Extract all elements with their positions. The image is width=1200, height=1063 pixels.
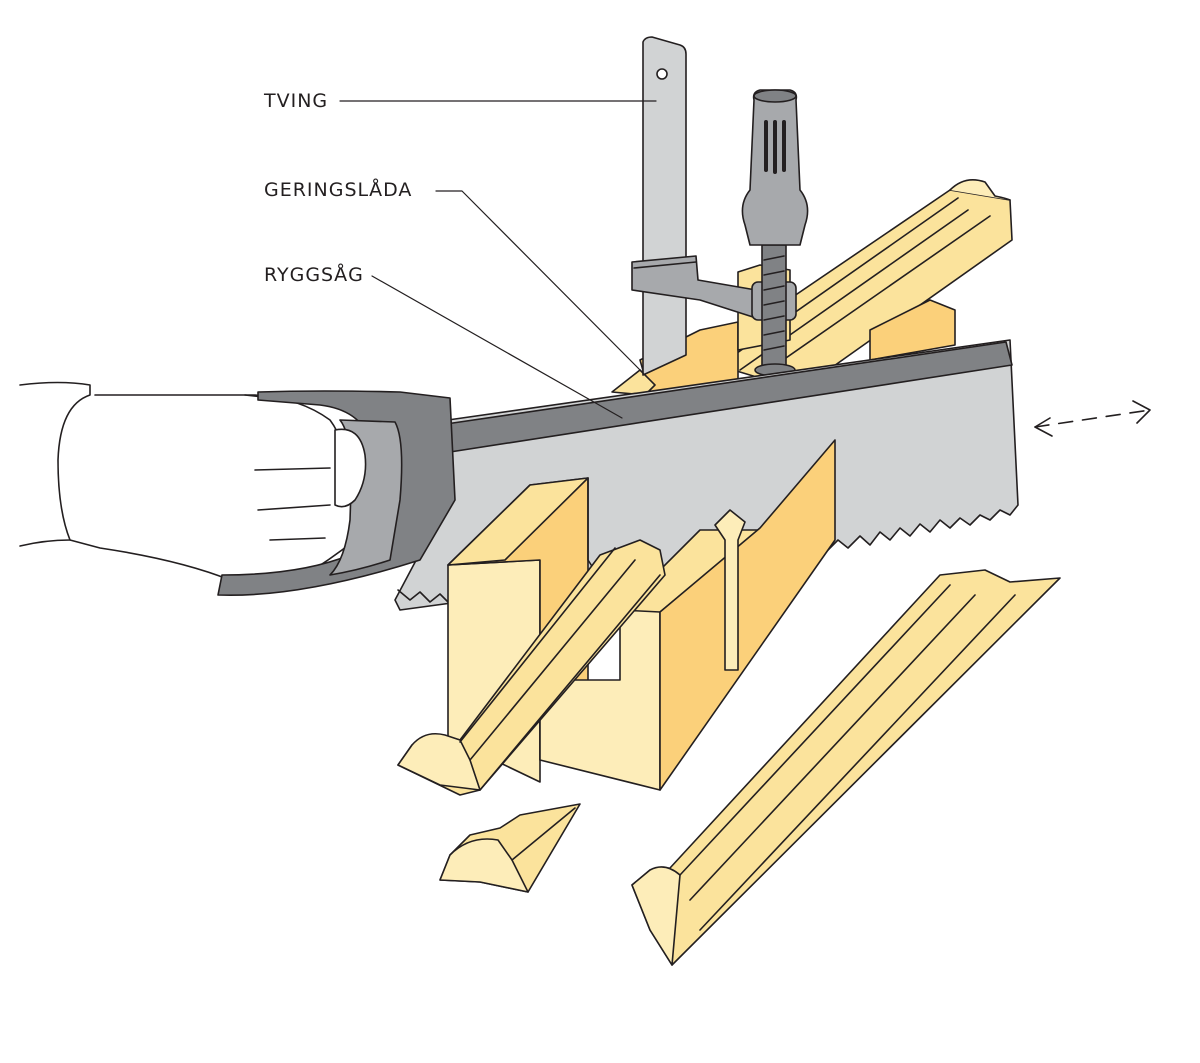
molding-front-icon: [397, 539, 666, 796]
hand-icon: [19, 381, 358, 581]
leader-lines: [339, 100, 657, 419]
saw-handle-icon: [217, 390, 456, 597]
molding-long-icon: [631, 569, 1061, 966]
clamp-icon: [631, 36, 809, 377]
label-clamp: TVING: [264, 90, 329, 112]
molding-cutoff-icon: [439, 803, 581, 893]
miter-box-icon: [447, 439, 836, 791]
leader-miter-box: [435, 190, 646, 376]
label-miter-box: GERINGSLÅDA: [264, 179, 413, 201]
leader-backsaw: [371, 275, 623, 419]
label-backsaw: RYGGSÅG: [264, 264, 364, 286]
double-arrow-icon: [1034, 400, 1151, 437]
